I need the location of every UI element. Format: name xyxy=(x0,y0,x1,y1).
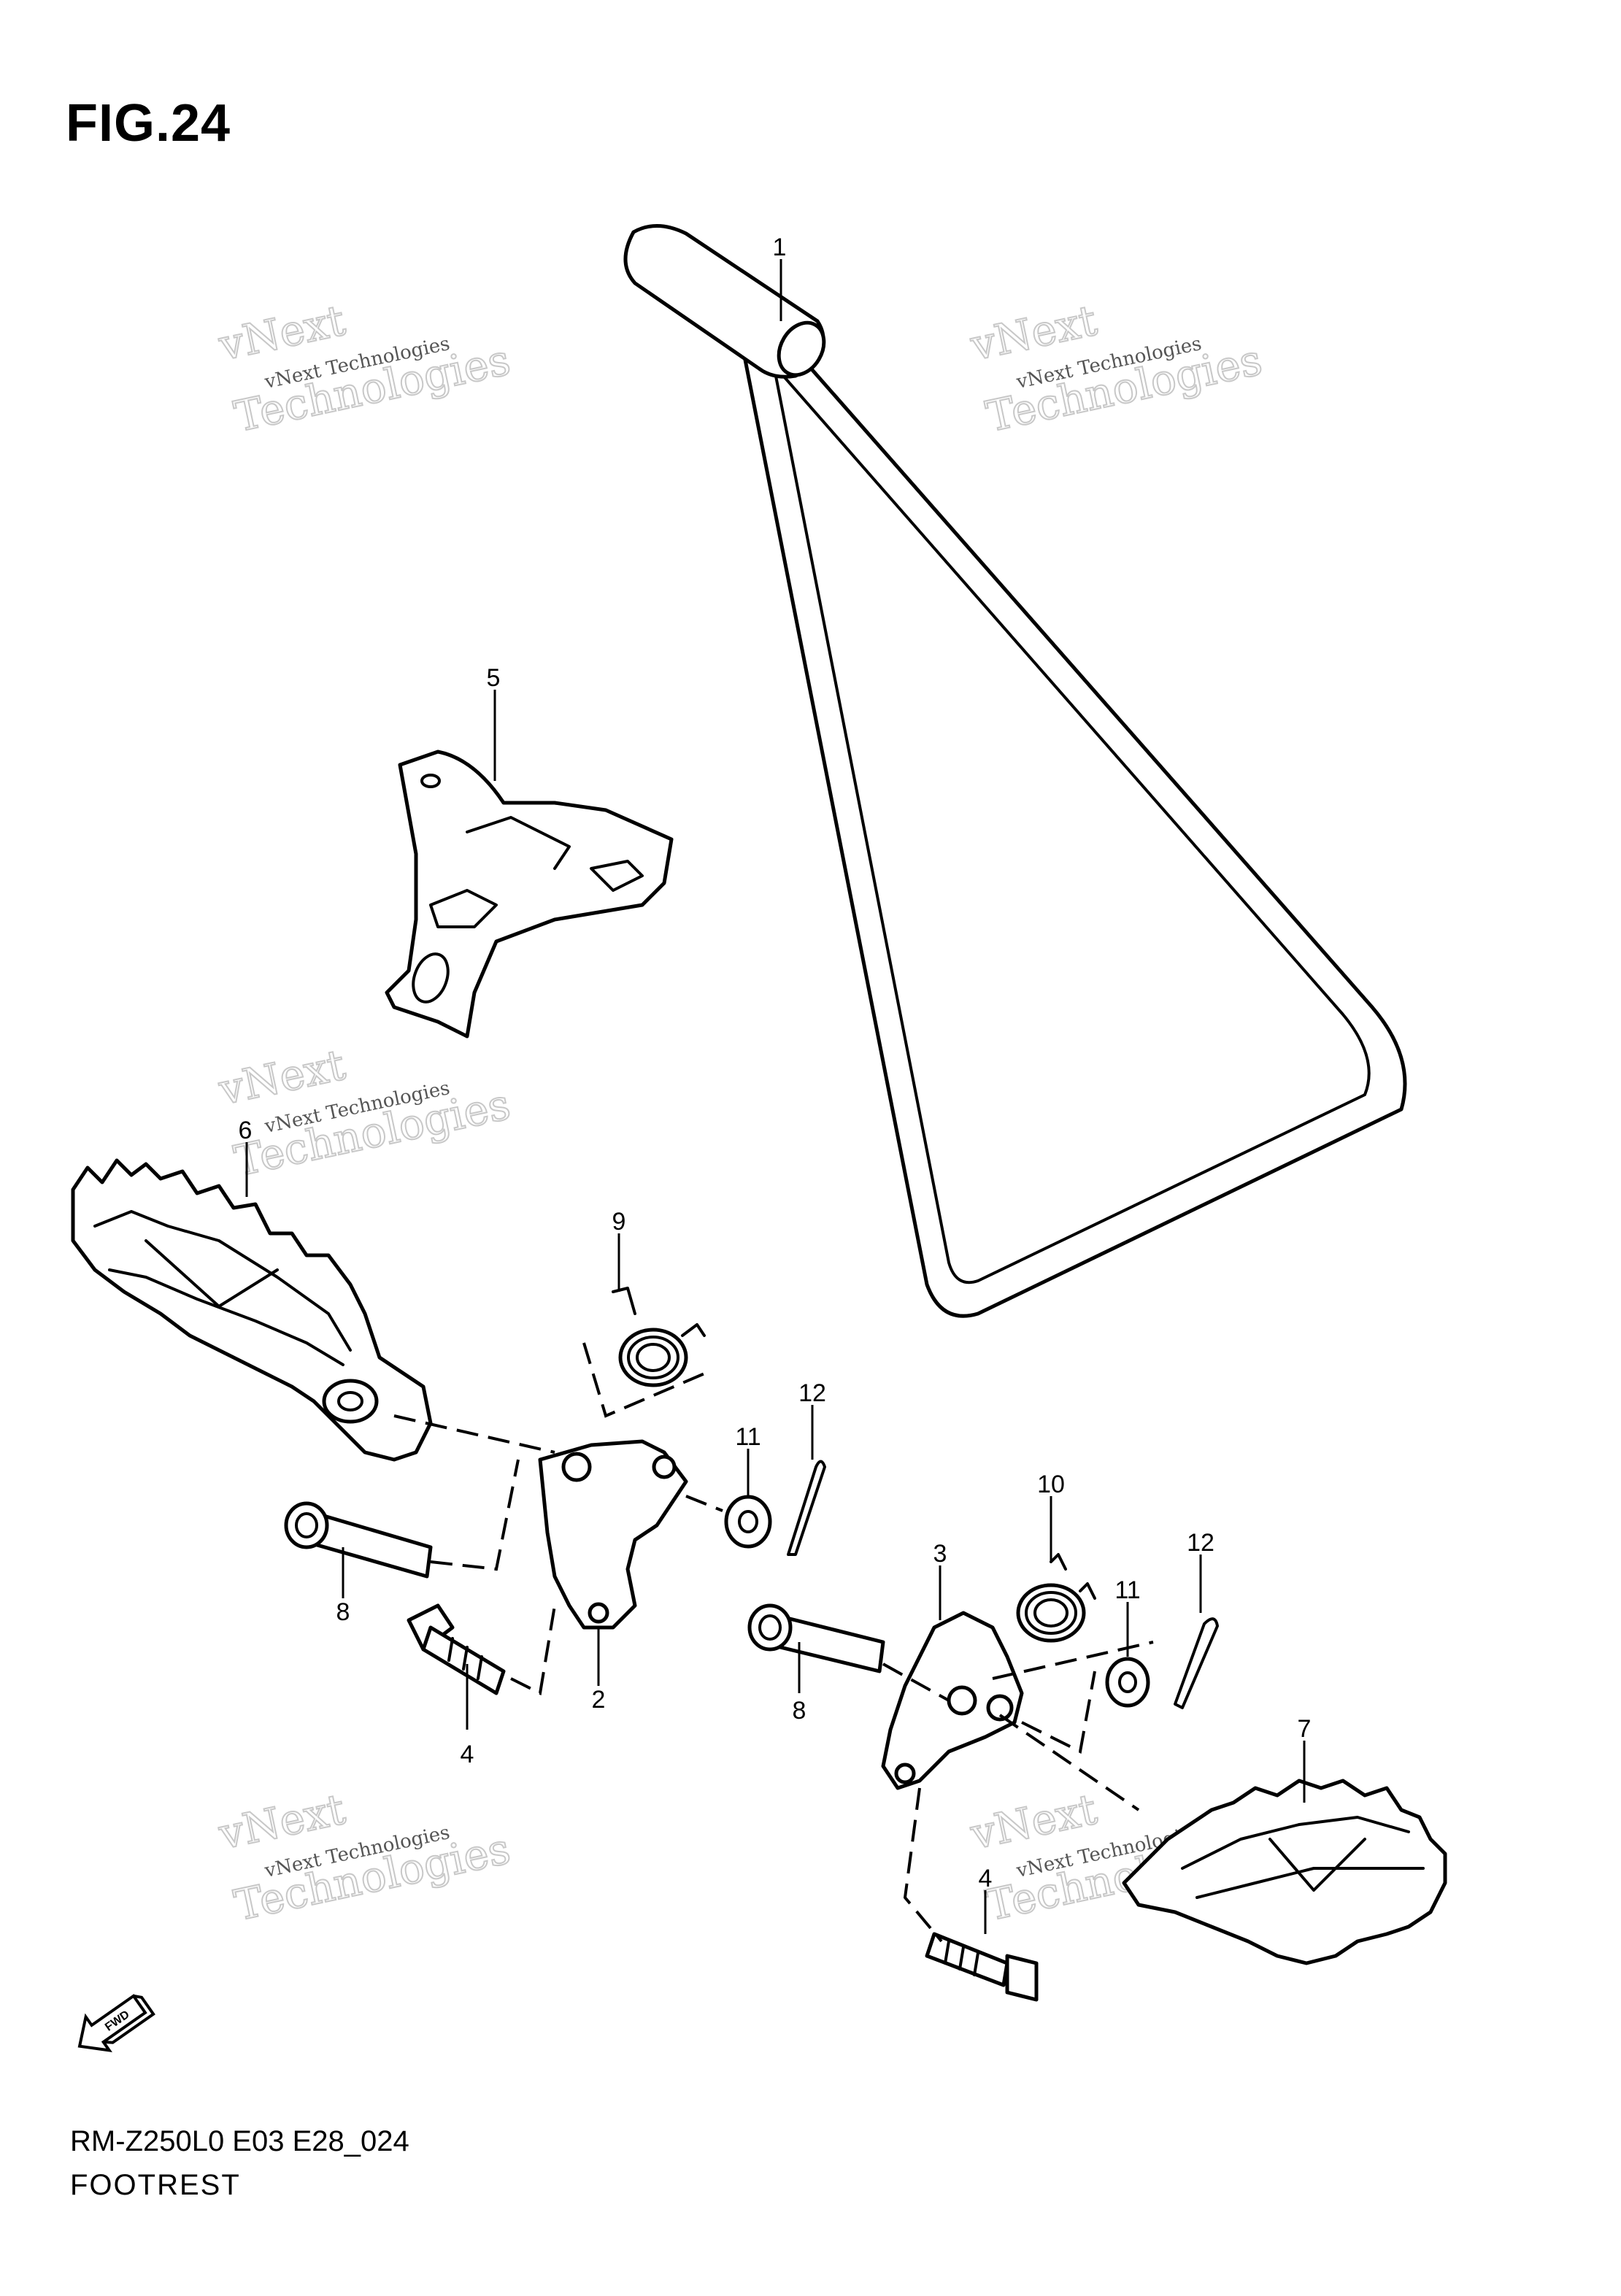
figure-title: FIG.24 xyxy=(66,94,231,153)
callout-9: 9 xyxy=(612,1208,626,1236)
callout-12: 12 xyxy=(798,1379,826,1407)
part-pin-right xyxy=(747,1603,885,1673)
part-bolt-left xyxy=(407,1603,506,1695)
callout-7: 7 xyxy=(1298,1715,1312,1743)
drawing-code: RM-Z250L0 E03 E28_024 xyxy=(70,2125,409,2157)
part-cotter-pin-right xyxy=(1174,1617,1219,1709)
callout-11: 11 xyxy=(1114,1576,1140,1604)
assembly-lines xyxy=(393,1342,1154,1943)
part-stand xyxy=(623,224,1407,1318)
watermark-5: vNext vNext Technologies Technologies xyxy=(213,1784,515,1931)
part-footpeg-left xyxy=(71,1158,433,1462)
part-footpeg-bracket-right xyxy=(881,1611,1024,1790)
arrow-left-down-icon xyxy=(77,1994,147,2053)
part-pin-left xyxy=(284,1501,433,1579)
callout-8: 8 xyxy=(793,1697,806,1725)
watermark-3: vNext vNext Technologies Technologies xyxy=(213,1039,515,1187)
callout-8: 8 xyxy=(336,1598,350,1626)
callout-12: 12 xyxy=(1187,1529,1214,1557)
part-washer-left xyxy=(724,1495,772,1549)
callout-2: 2 xyxy=(592,1686,606,1714)
part-spring-right xyxy=(1016,1553,1096,1643)
part-footpeg-bracket-left xyxy=(538,1439,688,1630)
part-footpeg-right xyxy=(1122,1779,1447,1965)
callout-1: 1 xyxy=(773,234,787,261)
watermark-1: vNext vNext Technologies Technologies xyxy=(213,295,515,442)
callout-3: 3 xyxy=(933,1540,947,1568)
callout-4: 4 xyxy=(461,1741,474,1768)
callout-4: 4 xyxy=(979,1865,993,1892)
callout-10: 10 xyxy=(1037,1471,1065,1498)
callout-11: 11 xyxy=(735,1423,761,1451)
part-bolt-right xyxy=(925,1932,1039,2002)
part-washer-right xyxy=(1105,1657,1150,1708)
callout-labels: 1 2 3 4 4 5 6 7 8 8 9 10 11 11 12 12 xyxy=(239,234,1312,1892)
part-bracket xyxy=(385,750,674,1039)
part-spring-left xyxy=(612,1287,706,1387)
watermark-2: vNext vNext Technologies Technologies xyxy=(965,295,1266,442)
callout-6: 6 xyxy=(239,1117,253,1144)
section-name: FOOTREST xyxy=(70,2169,241,2201)
leader-lines xyxy=(245,259,1306,1934)
callout-5: 5 xyxy=(487,664,501,692)
forward-indicator: FWD xyxy=(77,1994,155,2053)
part-cotter-pin-left xyxy=(787,1460,826,1556)
